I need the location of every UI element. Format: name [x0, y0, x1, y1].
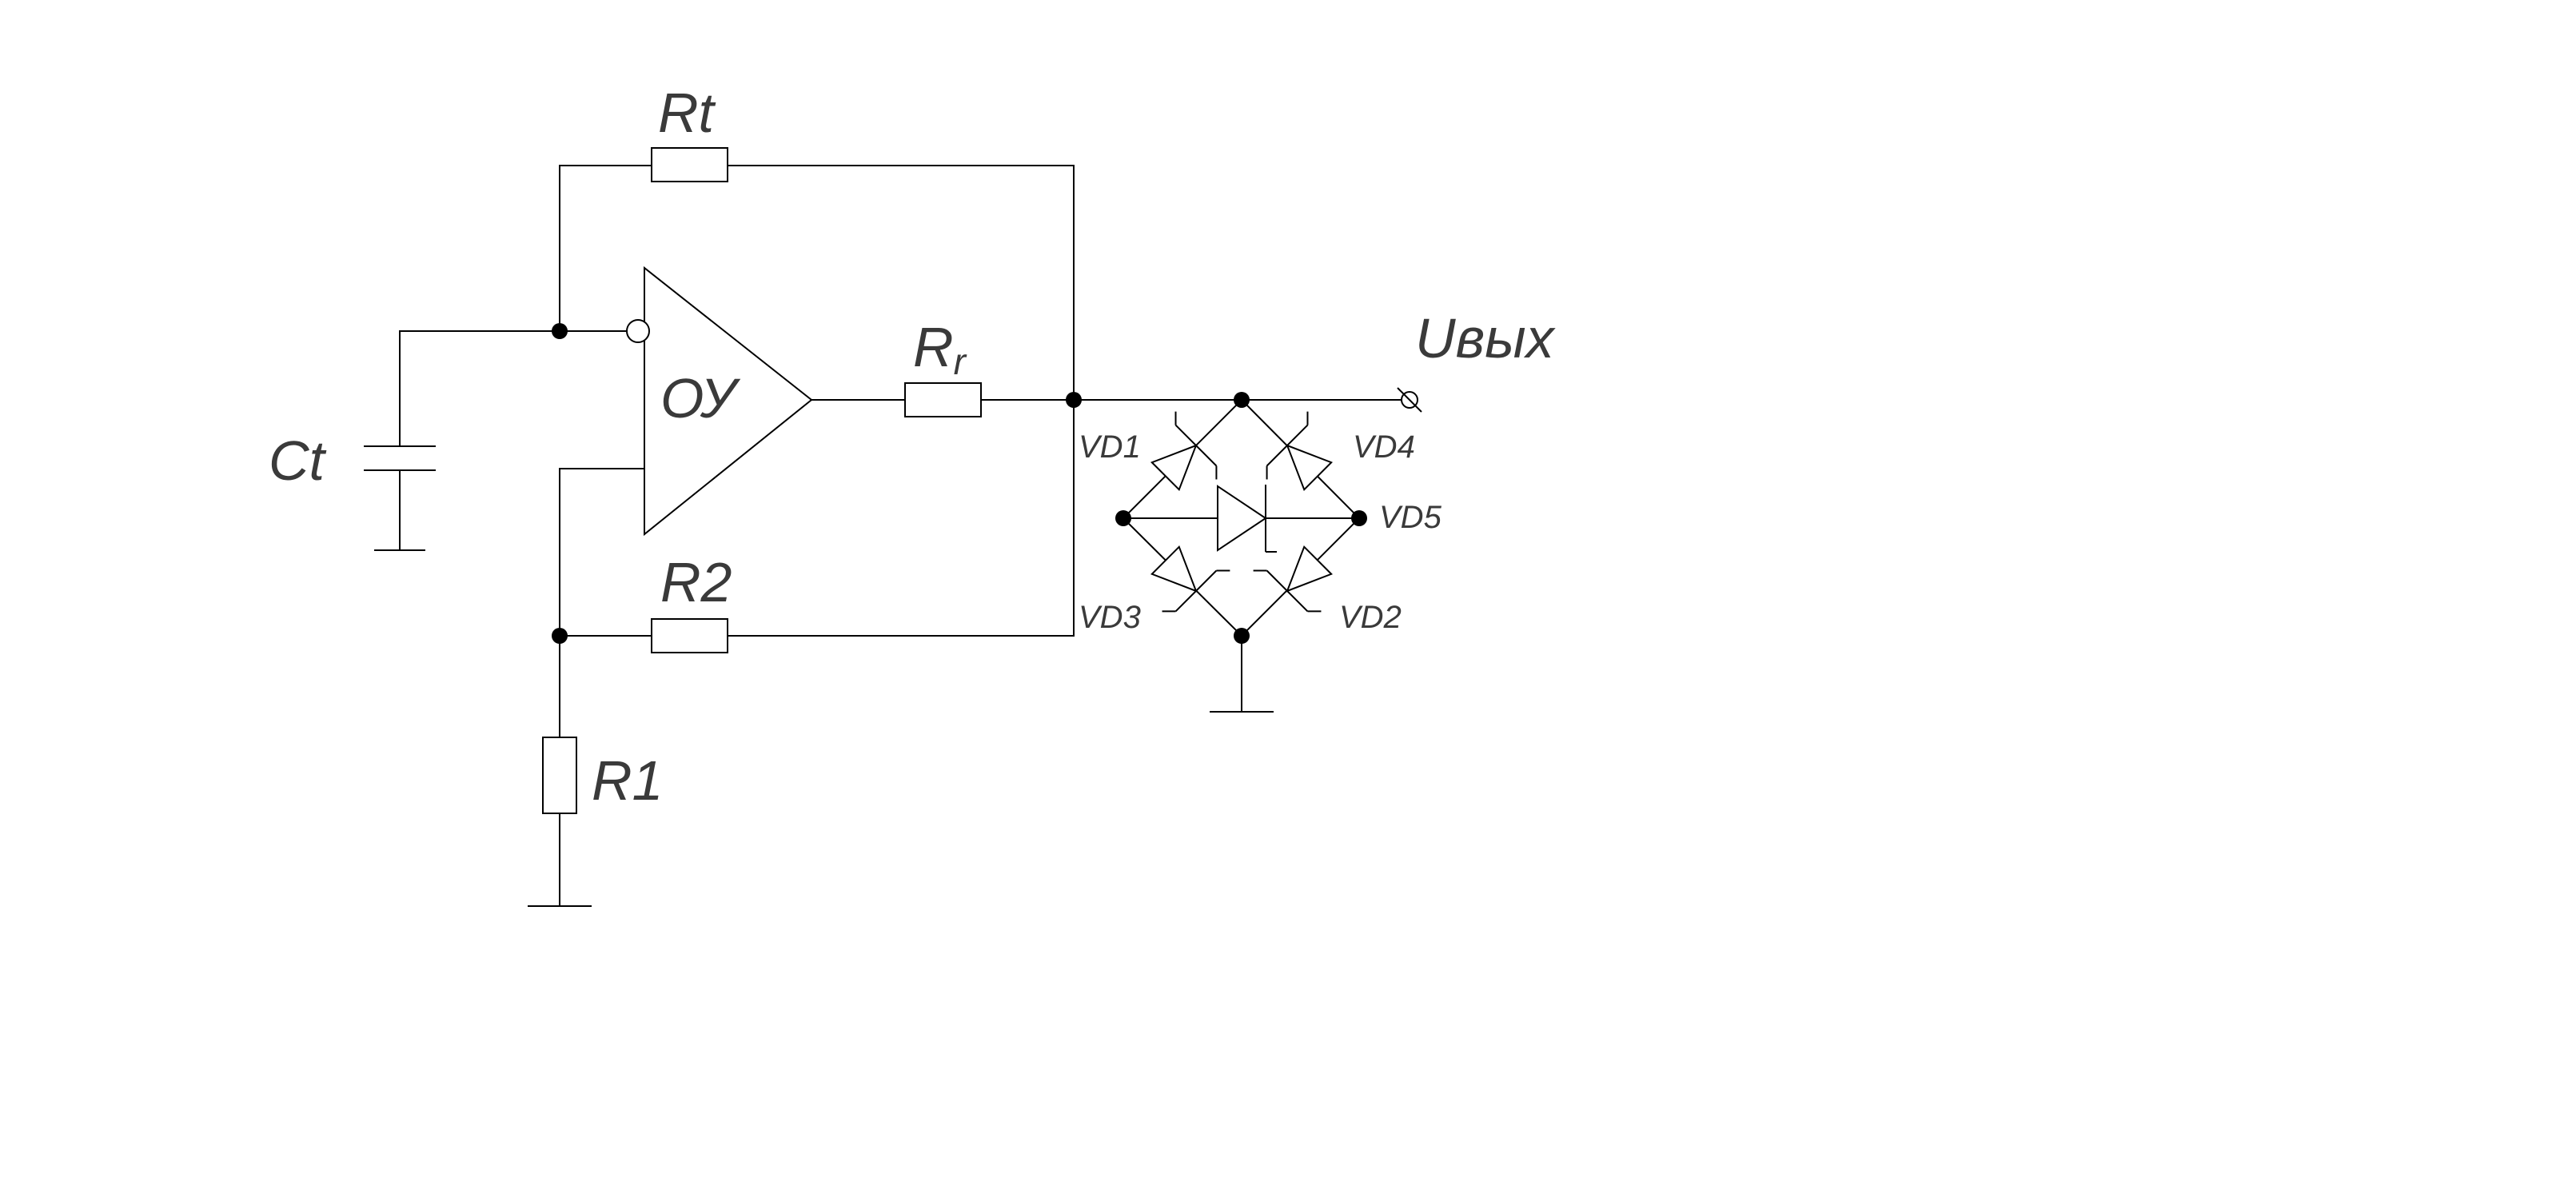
- non-inverting-input-wire: [559, 468, 644, 636]
- junction-dot: [1351, 510, 1367, 526]
- diode-vd3: [1150, 545, 1230, 613]
- diode-vd1: [1150, 411, 1218, 491]
- diode-bridge: [1122, 399, 1361, 713]
- resistor-rt: [559, 147, 1075, 398]
- label-vd4: VD4: [1353, 429, 1415, 465]
- label-uvyx: Uвых: [1415, 307, 1557, 369]
- resistor-r1: [528, 636, 592, 907]
- junction-dot: [1066, 392, 1082, 408]
- label-vd1: VD1: [1079, 429, 1141, 465]
- label-r1: R1: [592, 749, 663, 812]
- diode-vd2: [1253, 545, 1333, 613]
- junction-dots: [552, 323, 1367, 644]
- resistor-r2: [560, 400, 1075, 653]
- diode-vd5: [1217, 485, 1277, 553]
- label-ct: Ct: [269, 429, 327, 492]
- label-rt: Rt: [658, 82, 716, 144]
- diode-vd4: [1266, 411, 1333, 491]
- resistor-rr: [811, 382, 1074, 417]
- label-r2: R2: [660, 551, 732, 613]
- junction-dot: [1115, 510, 1131, 526]
- label-rr: Rr: [913, 316, 967, 382]
- junction-dot: [1234, 628, 1250, 644]
- inverting-input-circle-icon: [626, 319, 650, 343]
- opamp-oy: [626, 266, 813, 537]
- junction-dot: [552, 323, 568, 339]
- capacitor-ct: [364, 330, 560, 551]
- junction-dot: [1234, 392, 1250, 408]
- junction-dot: [552, 628, 568, 644]
- label-vd3: VD3: [1079, 600, 1141, 635]
- label-opamp: ОУ: [660, 367, 741, 429]
- label-vd2: VD2: [1339, 600, 1402, 635]
- label-vd5: VD5: [1379, 500, 1442, 535]
